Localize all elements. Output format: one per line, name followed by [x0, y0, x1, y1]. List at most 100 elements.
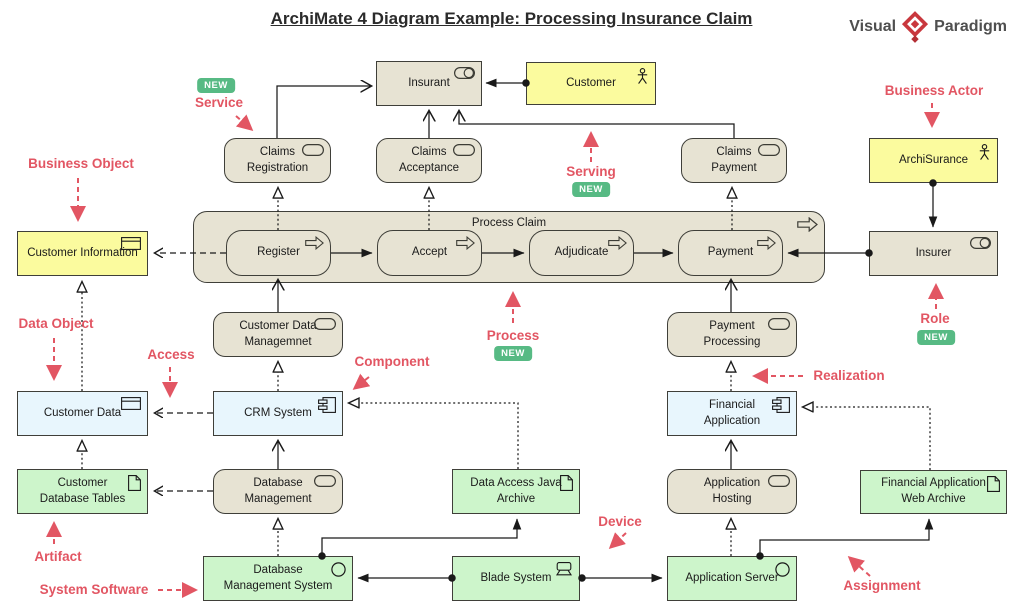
- process-icon: [797, 217, 818, 232]
- business-object-icon: [121, 237, 141, 250]
- visual-paradigm-logo[interactable]: Visual Paradigm: [849, 10, 1007, 43]
- role-icon: [970, 237, 991, 249]
- node-label: Payment: [709, 319, 755, 332]
- node-label: Blade System: [480, 571, 552, 584]
- node-label: Hosting: [712, 492, 752, 505]
- process-icon: [305, 236, 324, 250]
- device-icon: [555, 562, 573, 576]
- node-financial-application: Financial Application: [667, 391, 797, 436]
- logo-word-paradigm: Paradigm: [934, 17, 1007, 35]
- service-icon: [768, 475, 790, 487]
- annotation-role: Role: [920, 311, 950, 326]
- node-label: Customer Data: [43, 406, 122, 419]
- node-accept: Accept: [377, 230, 482, 276]
- node-application-hosting: Application Hosting: [667, 469, 797, 514]
- node-label: Insurant: [408, 76, 450, 89]
- node-label: Processing: [703, 335, 761, 348]
- annotation-business-object: Business Object: [28, 156, 134, 171]
- new-badge: NEW: [917, 330, 955, 345]
- node-label: Register: [257, 246, 300, 259]
- annotation-device: Device: [598, 514, 642, 529]
- node-label: Financial Application: [881, 477, 986, 490]
- node-label: Application Server: [685, 571, 779, 584]
- node-label: Customer: [57, 476, 108, 489]
- node-label: Financial: [708, 398, 756, 411]
- annotation-system-software: System Software: [39, 582, 149, 597]
- service-icon: [758, 144, 780, 156]
- annotation-component: Component: [354, 354, 430, 369]
- node-label: Database: [253, 476, 303, 489]
- artifact-icon: [987, 476, 1000, 492]
- service-icon: [453, 144, 475, 156]
- node-customer: Customer: [526, 62, 656, 105]
- annotation-arrow-device: [608, 532, 627, 550]
- node-label: Data Access Java: [470, 476, 562, 489]
- system-software-icon: [331, 562, 346, 577]
- annotation-arrow-assignment: [847, 555, 871, 577]
- node-label: Customer Information: [27, 246, 138, 259]
- system-software-icon: [775, 562, 790, 577]
- assignment-dbms-to-data-access-java-archive: [318, 518, 522, 560]
- artifact-icon: [560, 475, 573, 491]
- node-label: Customer Data: [239, 319, 317, 332]
- annotation-business-actor: Business Actor: [884, 83, 984, 98]
- annotation-access: Access: [147, 347, 195, 362]
- node-label: CRM System: [244, 406, 312, 419]
- node-label: Payment: [711, 161, 757, 174]
- annotation-assignment: Assignment: [843, 578, 921, 593]
- node-claims-registration: Claims Registration: [224, 138, 331, 183]
- node-label: Adjudicate: [554, 246, 609, 259]
- node-customer-information: Customer Information: [17, 231, 148, 276]
- node-label: Claims: [411, 145, 447, 158]
- component-icon: [318, 397, 336, 413]
- annotation-artifact: Artifact: [34, 549, 82, 564]
- business-actor-icon: [637, 68, 648, 84]
- artifact-icon: [128, 475, 141, 491]
- node-label: Database: [253, 563, 303, 576]
- new-badge: NEW: [197, 78, 235, 93]
- annotation-service: Service: [194, 95, 244, 110]
- node-label: Web Archive: [901, 493, 966, 505]
- node-data-access-java-archive: Data Access Java Archive: [452, 469, 580, 514]
- node-claims-acceptance: Claims Acceptance: [376, 138, 482, 183]
- node-label: Database Tables: [39, 492, 126, 505]
- role-icon: [454, 67, 475, 79]
- node-label: Payment: [707, 246, 754, 259]
- node-label: Acceptance: [398, 161, 460, 174]
- logo-word-visual: Visual: [849, 17, 897, 35]
- page-title: ArchiMate 4 Diagram Example: Processing …: [270, 9, 753, 28]
- node-database-management: Database Management: [213, 469, 343, 514]
- serving-claims-payment-to-insurant: [459, 111, 735, 138]
- process-icon: [757, 236, 776, 250]
- node-financial-application-web-archive: Financial Application Web Archive: [860, 470, 1007, 514]
- node-label: Claims: [716, 145, 752, 158]
- annotation-process: Process: [486, 328, 540, 343]
- node-customer-database-tables: Customer Database Tables: [17, 469, 148, 514]
- annotation-arrow-service: [235, 114, 254, 131]
- annotation-realization: Realization: [813, 368, 885, 383]
- serving-claims-registration-to-insurant: [276, 86, 371, 138]
- node-label: Management System: [223, 579, 333, 592]
- node-insurant: Insurant: [376, 61, 482, 106]
- new-badge: NEW: [572, 182, 610, 197]
- annotation-arrow-component: [352, 373, 371, 390]
- new-badge: NEW: [494, 346, 532, 361]
- process-icon: [456, 236, 475, 250]
- component-icon: [772, 397, 790, 413]
- service-icon: [314, 475, 336, 487]
- node-label: Accept: [411, 246, 448, 259]
- node-database-management-system: Database Management System: [203, 556, 353, 601]
- annotation-data-object: Data Object: [18, 316, 94, 331]
- node-payment: Payment: [678, 230, 783, 276]
- container-label: Process Claim: [471, 217, 547, 229]
- node-label: Claims: [259, 145, 296, 158]
- node-application-server: Application Server: [667, 556, 797, 601]
- visual-paradigm-diamond-icon: [902, 11, 929, 43]
- node-label: Management: [244, 492, 312, 505]
- business-actor-icon: [979, 144, 990, 160]
- annotation-serving: Serving: [566, 164, 616, 179]
- node-customer-data-managemnet: Customer Data Managemnet: [213, 312, 343, 357]
- node-label: Archive: [496, 492, 536, 505]
